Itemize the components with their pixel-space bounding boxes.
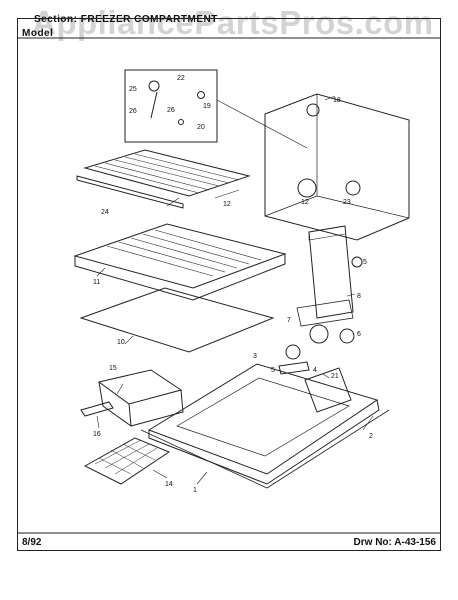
callout-20: 21 (331, 373, 339, 380)
callout-8: 8 (357, 293, 361, 300)
model-title: Model (22, 28, 53, 39)
ice-bin (97, 369, 183, 405)
callout-10: 10 (117, 339, 125, 346)
callout-12-cabinet: 12 (301, 199, 309, 206)
drawing-number-label: Drw No: (353, 537, 392, 548)
grille-cover (73, 223, 287, 289)
part-22-shape (345, 180, 361, 196)
part-20-shape (304, 367, 352, 413)
callout-23: 22 (177, 75, 185, 82)
part-25-shape (150, 91, 158, 119)
part-5-shape (351, 256, 363, 268)
callout-25: 26 (129, 108, 137, 115)
callout-3: 3 (253, 353, 257, 360)
cabinet-liner (264, 93, 410, 241)
callout-16: 16 (93, 431, 101, 438)
scoop (80, 401, 114, 417)
watermark: AppliancePartsPros.com (32, 4, 434, 41)
insulation-panel (79, 287, 275, 353)
part-12-shape (297, 178, 317, 198)
callout-19: 20 (197, 124, 205, 131)
section-value: FREEZER COMPARTMENT (80, 14, 218, 25)
shelf-rail-21 (76, 175, 184, 209)
callout-18: 19 (203, 103, 211, 110)
callout-15: 15 (109, 365, 117, 372)
callout-21: 24 (101, 209, 109, 216)
inset-box (124, 69, 218, 143)
model-label: Model (22, 28, 54, 39)
part-3-shape (285, 344, 301, 360)
callout-17: 18 (333, 97, 341, 104)
part-7-shape (309, 324, 329, 344)
drawing-frame (17, 18, 441, 551)
callout-6: 6 (357, 331, 361, 338)
part-18-shape (197, 91, 205, 99)
section-title: Section: FREEZER COMPARTMENT (34, 14, 218, 25)
inset-leader (216, 99, 308, 149)
part-6-shape (339, 328, 355, 344)
callout-26: 26 (167, 107, 175, 114)
freezer-base (147, 363, 379, 475)
drawing-number-value: A-43-156 (394, 537, 436, 548)
part-23-shape (148, 80, 160, 92)
callout-4: 4 (313, 367, 317, 374)
wire-shelf (83, 149, 251, 197)
callout-5-duct: 5 (363, 259, 367, 266)
part-17-shape (306, 103, 320, 117)
callout-5: 5 (271, 367, 275, 374)
section-label: Section: (34, 14, 78, 25)
callout-14: 14 (165, 481, 173, 488)
callout-24: 25 (129, 86, 137, 93)
ice-tray (83, 437, 171, 485)
air-duct (308, 225, 354, 319)
drawing-date: 8/92 (22, 537, 42, 548)
callout-12: 12 (223, 201, 231, 208)
callout-7: 7 (287, 317, 291, 324)
drawing-number: Drw No: A-43-156 (354, 537, 436, 548)
exploded-parts-diagram: 22 25 26 26 19 20 18 12 23 12 24 11 10 8… (17, 37, 441, 534)
callout-2: 2 (369, 433, 373, 440)
part-19-shape (178, 119, 184, 125)
callout-1: 1 (193, 487, 197, 494)
callout-22: 23 (343, 199, 351, 206)
callout-11: 11 (93, 279, 100, 286)
